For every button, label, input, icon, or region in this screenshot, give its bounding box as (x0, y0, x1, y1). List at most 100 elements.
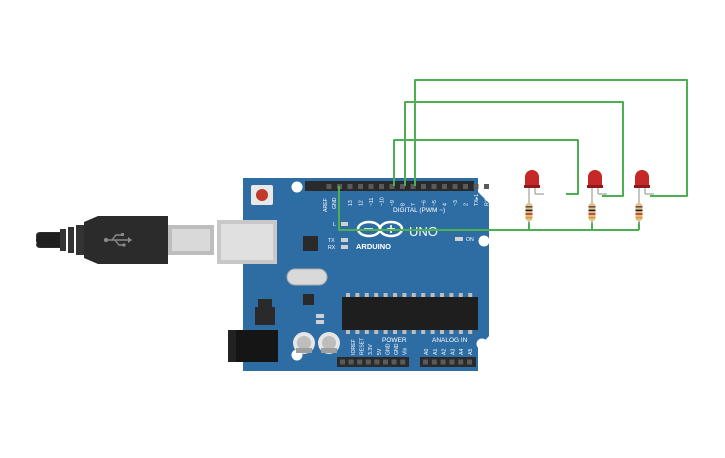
on-label: ON (466, 237, 474, 243)
analog-pin-hole[interactable] (440, 359, 446, 365)
resistor-band (588, 213, 596, 215)
power-pin-label: 5V (377, 348, 383, 355)
resistor-band (588, 209, 596, 212)
analog-pin-holes[interactable] (423, 359, 472, 365)
power-pin-label: Vin (403, 347, 409, 355)
digital-pin-label: ~5 (432, 200, 438, 206)
usb-ridge-1 (60, 229, 66, 251)
chip-leg (383, 293, 388, 297)
power-pin-label: IOREF (351, 339, 357, 355)
mount-hole (478, 235, 490, 247)
analog-pin-hole[interactable] (423, 359, 428, 365)
digital-pin-hole[interactable] (473, 184, 479, 189)
wire-gnd-rail[interactable] (338, 186, 639, 231)
digital-pin-hole[interactable] (358, 184, 363, 189)
chip-leg (383, 330, 388, 334)
digital-pin-hole[interactable] (452, 184, 458, 189)
red-led[interactable] (525, 170, 539, 186)
usb-cable-strain (36, 233, 66, 247)
brand-label: ARDUINO (356, 242, 391, 251)
chip-leg (468, 293, 473, 297)
l-led (341, 222, 348, 226)
analog-header (420, 357, 476, 367)
resistor-band (525, 206, 533, 208)
digital-pin-hole[interactable] (400, 184, 405, 189)
wire-pin7-led2[interactable] (404, 101, 624, 197)
wire-pin6-led3[interactable] (414, 79, 688, 197)
power-pin-hole[interactable] (391, 359, 397, 365)
wires[interactable] (338, 79, 688, 231)
digital-pin-label: ~11 (369, 197, 375, 206)
power-pin-hole[interactable] (348, 359, 354, 365)
digital-pin-hole[interactable] (421, 184, 426, 189)
digital-pin-label: RX◂0 (485, 193, 491, 206)
chip-leg (468, 330, 473, 334)
chip-leg (364, 330, 369, 334)
digital-pin-hole[interactable] (379, 184, 384, 189)
led-circuit-3[interactable] (634, 170, 654, 224)
digital-pin-hole[interactable] (442, 184, 447, 189)
capacitor (318, 332, 340, 354)
analog-pin-hole[interactable] (431, 359, 437, 365)
digital-pin-hole[interactable] (326, 184, 332, 189)
l-label: L (333, 222, 336, 228)
chip-leg (458, 293, 463, 297)
power-pin-label: RESET (360, 337, 366, 355)
analog-pin-hole[interactable] (458, 359, 464, 365)
resistor-band (635, 209, 643, 212)
red-led[interactable] (588, 170, 602, 186)
digital-pin-hole[interactable] (347, 184, 353, 189)
power-pin-hole[interactable] (340, 359, 345, 365)
reset-button-cap[interactable] (256, 189, 268, 201)
analog-pin-hole[interactable] (467, 359, 472, 365)
usb-cable[interactable] (36, 216, 214, 264)
led-circuits[interactable] (524, 170, 654, 224)
wire-pin8-led1[interactable] (393, 139, 579, 195)
power-pin-hole[interactable] (383, 359, 388, 365)
chip-leg (411, 330, 416, 334)
power-pin-holes[interactable] (340, 359, 406, 365)
chip-leg (411, 293, 416, 297)
led-circuit-1[interactable] (524, 170, 544, 224)
red-led[interactable] (635, 170, 649, 186)
chip-leg (346, 330, 350, 334)
chip-leg (440, 293, 444, 297)
digital-pin-hole[interactable] (431, 184, 437, 189)
analog-pin-label: A5 (468, 349, 474, 355)
model-label: UNO (409, 224, 438, 239)
digital-pin-holes[interactable] (326, 184, 490, 189)
digital-pin-hole[interactable] (484, 184, 489, 189)
power-pin-hole[interactable] (357, 359, 363, 365)
power-pin-hole[interactable] (400, 359, 406, 365)
power-pin-hole[interactable] (374, 359, 380, 365)
digital-label: DIGITAL (PWM ~) (393, 207, 445, 214)
dc-jack-lip (228, 330, 236, 362)
chip-leg (393, 330, 397, 334)
power-pin-hole[interactable] (365, 359, 371, 365)
digital-pin-hole[interactable] (410, 184, 416, 189)
chip-leg (402, 330, 407, 334)
analog-label: ANALOG IN (432, 337, 468, 344)
led-rim (524, 185, 540, 188)
resistor-band (588, 216, 596, 219)
analog-pin-label: A3 (450, 349, 456, 355)
digital-pin-label: ~9 (390, 200, 396, 206)
usb-icon (103, 233, 132, 247)
digital-pin-hole[interactable] (368, 184, 374, 189)
digital-pin-hole[interactable] (389, 184, 395, 189)
smd-part (316, 320, 324, 324)
analog-pin-label: A4 (459, 349, 465, 355)
analog-pin-hole[interactable] (449, 359, 455, 365)
digital-pin-hole[interactable] (463, 184, 468, 189)
digital-pin-label: 2 (464, 203, 470, 206)
resistor-band (588, 206, 596, 208)
led-circuit-2[interactable] (587, 170, 607, 224)
power-pin-label: GND (394, 343, 400, 355)
usb-plug-metal-inner (172, 229, 210, 251)
chip-leg (458, 330, 463, 334)
digital-pin-label: 8 (401, 203, 407, 206)
